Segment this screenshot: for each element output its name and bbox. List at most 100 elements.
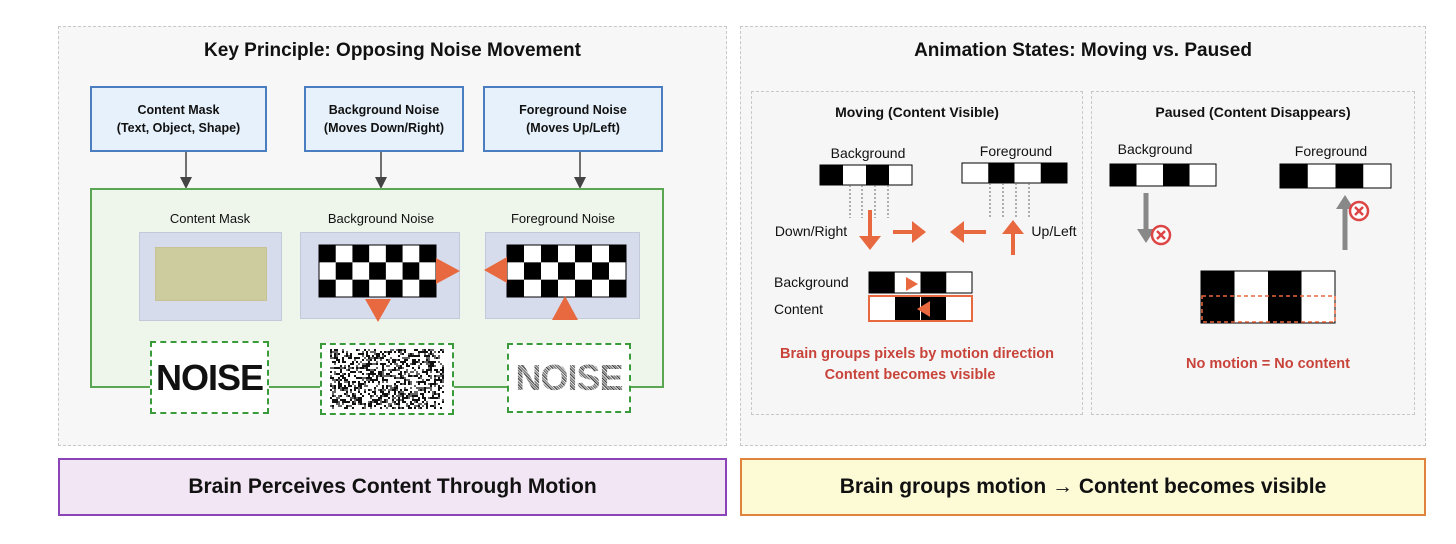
noise-pixel xyxy=(414,363,416,365)
noise-pixel xyxy=(366,363,368,365)
noise-pixel xyxy=(352,395,354,397)
content-mask-box: Content Mask (Text, Object, Shape) xyxy=(90,86,267,152)
noise-pixel xyxy=(340,375,342,377)
noise-pixel xyxy=(384,369,386,371)
noise-pixel xyxy=(398,359,400,361)
noise-pixel xyxy=(384,395,386,397)
noise-pixel xyxy=(434,355,436,357)
noise-pixel xyxy=(346,389,348,391)
noise-pixel xyxy=(370,401,372,403)
noise-pixel xyxy=(350,405,352,407)
noise-pixel xyxy=(414,391,416,393)
noise-pixel xyxy=(344,377,346,379)
noise-pixel xyxy=(398,349,400,351)
noise-pixel xyxy=(334,363,336,365)
noise-pixel xyxy=(370,405,372,407)
noise-pixel xyxy=(426,357,428,359)
noise-pixel xyxy=(340,367,342,369)
noise-pixel xyxy=(442,381,444,383)
noise-pixel xyxy=(434,405,436,407)
noise-pixel xyxy=(418,359,420,361)
up-arrow-head xyxy=(1002,220,1024,234)
noise-pixel xyxy=(342,349,344,351)
noise-pixel xyxy=(362,395,364,397)
noise-pixel xyxy=(406,405,408,407)
noise-pixel xyxy=(408,381,410,383)
noise-pixel xyxy=(442,377,444,379)
noise-pixel xyxy=(330,357,332,359)
noise-pixel xyxy=(386,395,388,397)
noise-pixel xyxy=(364,357,366,359)
noise-pixel xyxy=(406,389,408,391)
noise-pixel xyxy=(416,401,418,403)
noise-pixel xyxy=(360,383,362,385)
noise-pixel xyxy=(370,371,372,373)
noise-pixel xyxy=(334,367,336,369)
noise-pixel xyxy=(348,405,350,407)
noise-pixel xyxy=(340,399,342,401)
noise-pixel xyxy=(382,381,384,383)
noise-pixel xyxy=(334,355,336,357)
noise-pixel xyxy=(344,361,346,363)
noise-pixel xyxy=(418,405,420,407)
noise-pixel xyxy=(402,363,404,365)
noise-pixel xyxy=(426,407,428,409)
noise-pixel xyxy=(362,367,364,369)
noise-pixel xyxy=(336,401,338,403)
noise-pixel xyxy=(330,397,332,399)
noise-pixel xyxy=(418,387,420,389)
noise-pixel xyxy=(348,355,350,357)
noise-pixel xyxy=(364,367,366,369)
noise-pixel xyxy=(374,401,376,403)
noise-pixel xyxy=(382,387,384,389)
noise-pixel xyxy=(358,349,360,351)
noise-pixel xyxy=(404,387,406,389)
noise-pixel xyxy=(426,373,428,375)
noise-pixel xyxy=(408,373,410,375)
noise-pixel xyxy=(352,383,354,385)
noise-pixel xyxy=(382,389,384,391)
noise-pixel xyxy=(420,363,422,365)
noise-pixel xyxy=(398,391,400,393)
noise-pixel xyxy=(348,381,350,383)
noise-pixel xyxy=(368,375,370,377)
noise-pixel xyxy=(348,401,350,403)
noise-pixel xyxy=(434,379,436,381)
paused-combined-strip-cell xyxy=(1268,271,1302,323)
moving-bg-strip-cell xyxy=(820,165,843,185)
noise-pixel xyxy=(378,353,380,355)
noise-pixel xyxy=(384,401,386,403)
noise-pixel xyxy=(340,389,342,391)
noise-pixel xyxy=(378,399,380,401)
noise-pixel xyxy=(390,389,392,391)
noise-pixel xyxy=(362,365,364,367)
noise-pixel xyxy=(354,359,356,361)
noise-pixel xyxy=(424,371,426,373)
moving-foreground-label: Foreground xyxy=(979,143,1053,159)
noise-pixel xyxy=(382,401,384,403)
noise-pixel xyxy=(412,393,414,395)
noise-pixel xyxy=(398,395,400,397)
noise-pixel xyxy=(422,397,424,399)
checker-cell xyxy=(524,262,541,280)
noise-pixel xyxy=(332,393,334,395)
noise-pixel xyxy=(360,387,362,389)
noise-pixel xyxy=(374,363,376,365)
noise-pixel xyxy=(370,363,372,365)
noise-pixel xyxy=(360,385,362,387)
noise-pixel xyxy=(350,371,352,373)
content-mask-box-title: Content Mask xyxy=(137,103,220,117)
noise-pixel xyxy=(438,357,440,359)
noise-pixel xyxy=(410,401,412,403)
noise-pixel xyxy=(376,353,378,355)
noise-pixel xyxy=(394,363,396,365)
noise-pixel xyxy=(400,361,402,363)
noise-pixel xyxy=(428,357,430,359)
noise-pixel xyxy=(398,369,400,371)
noise-pixel xyxy=(414,361,416,363)
noise-pixel xyxy=(420,393,422,395)
noise-pixel xyxy=(354,381,356,383)
noise-pixel xyxy=(394,367,396,369)
noise-pixel xyxy=(376,363,378,365)
noise-pixel xyxy=(406,369,408,371)
